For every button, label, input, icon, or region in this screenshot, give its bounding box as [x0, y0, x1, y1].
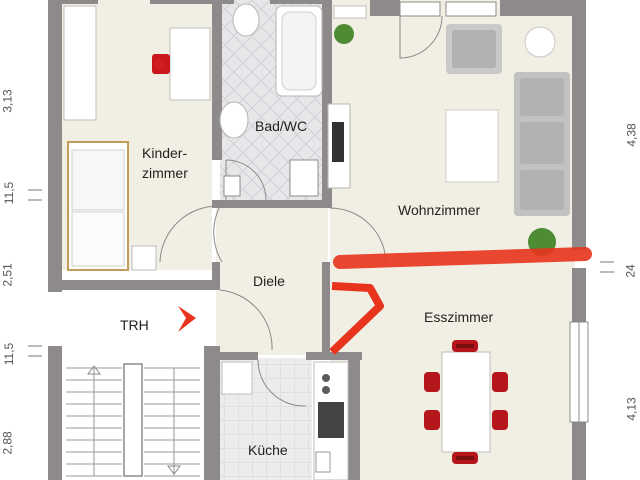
walls	[48, 0, 586, 480]
dimension-right-3: 4,13	[624, 397, 639, 421]
dimension-left-4: 11,5	[2, 342, 17, 366]
wohnzimmer-furniture	[333, 5, 570, 256]
stairwell	[62, 348, 204, 480]
dimension-left-3: 2,51	[0, 263, 15, 287]
dimension-right-1: 4,38	[624, 123, 639, 147]
diele-floor	[216, 205, 328, 355]
room-label-bad: Bad/WC	[255, 118, 308, 134]
room-label-esszimmer: Esszimmer	[424, 309, 494, 325]
esszimmer-table	[424, 340, 508, 464]
windows	[399, 1, 589, 423]
entrance-arrow-icon	[178, 306, 196, 332]
kueche-furniture	[221, 361, 349, 480]
dimension-ticks	[28, 189, 614, 357]
room-label-wohnzimmer: Wohnzimmer	[398, 202, 481, 218]
kinderzimmer-furniture	[63, 5, 211, 271]
doors	[159, 15, 443, 407]
room-label-diele: Diele	[253, 273, 285, 289]
bad-furniture	[219, 3, 351, 197]
room-label-trh: TRH	[120, 317, 149, 333]
room-label-kinderzimmer-1: Kinder-	[142, 145, 188, 161]
dimension-left-5: 2,88	[0, 431, 15, 455]
room-label-kueche: Küche	[248, 442, 288, 458]
dimension-left-1: 3,13	[0, 89, 15, 113]
accent-markings	[178, 247, 592, 355]
room-label-kinderzimmer-2: zimmer	[142, 165, 188, 181]
dimension-left-2: 11,5	[2, 181, 17, 205]
dimension-right-2: 24	[623, 264, 638, 278]
